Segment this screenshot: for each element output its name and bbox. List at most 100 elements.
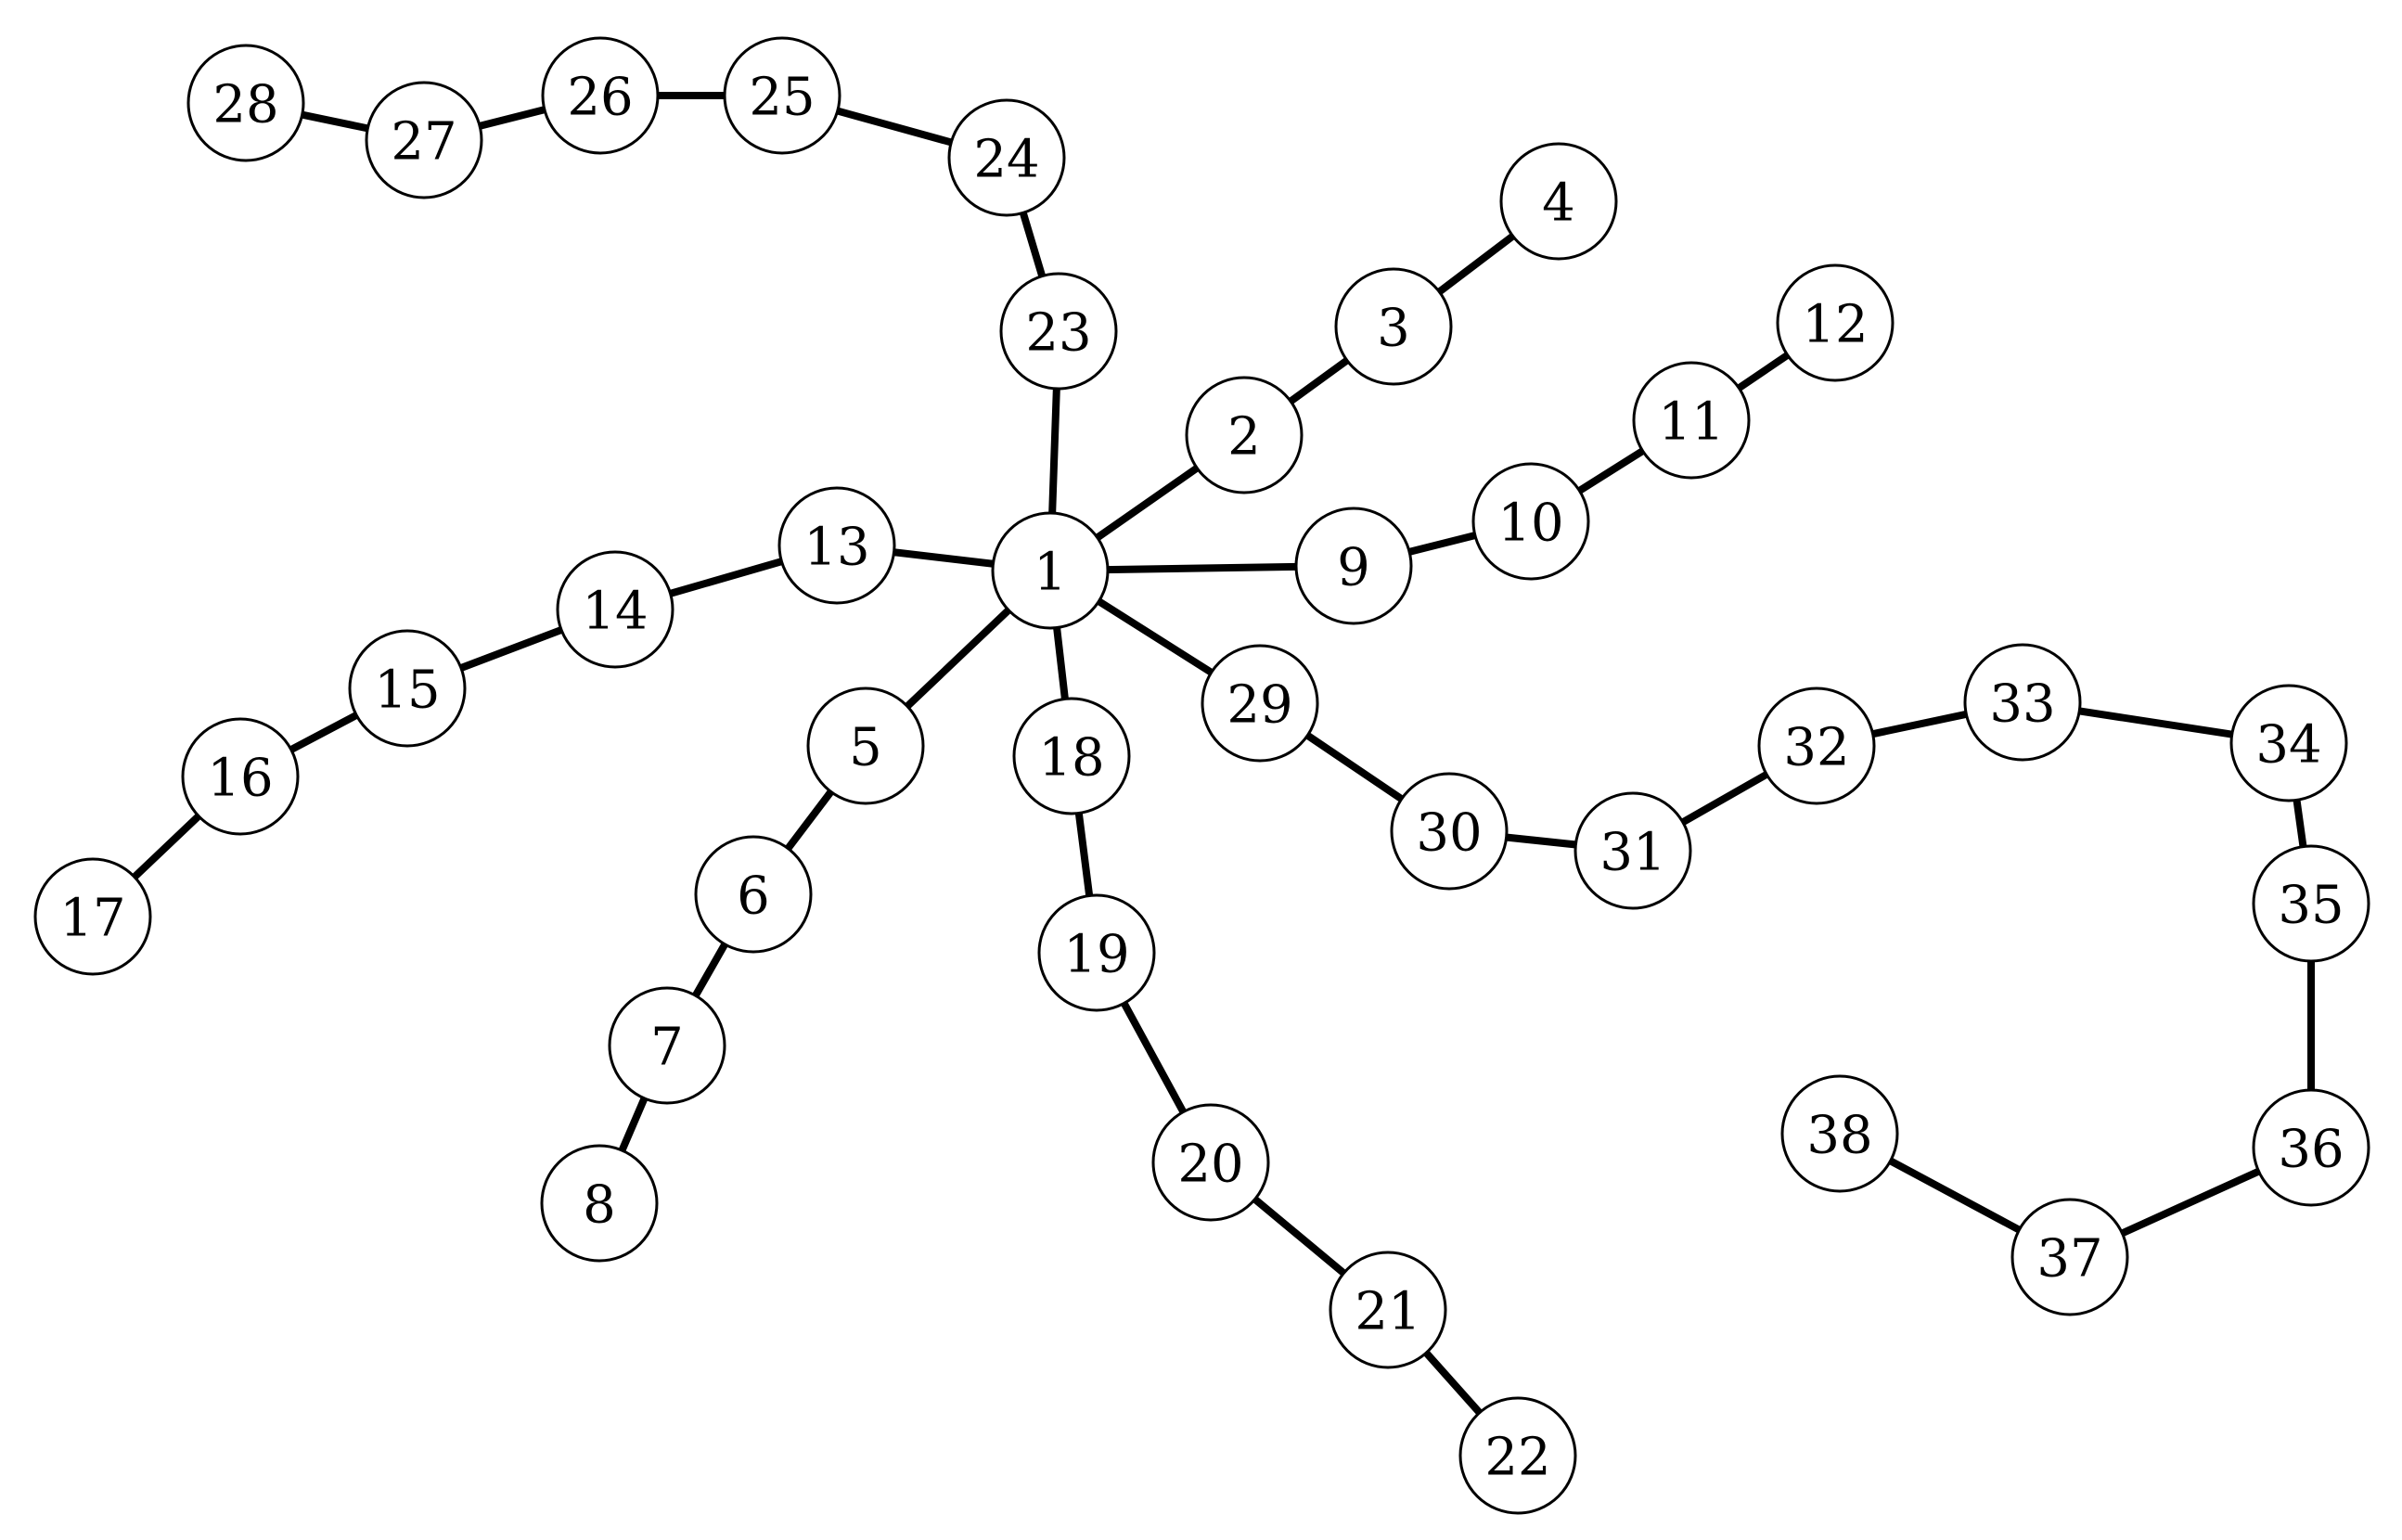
node-circle bbox=[1037, 893, 1156, 1012]
node-label: 30 bbox=[1416, 803, 1482, 864]
node-circle bbox=[2229, 684, 2348, 802]
node-circle bbox=[1776, 263, 1895, 382]
node-circle bbox=[1012, 697, 1131, 815]
node-5: 5 bbox=[806, 687, 925, 805]
node-label: 20 bbox=[1177, 1135, 1243, 1195]
node-label: 31 bbox=[1599, 823, 1665, 883]
node-label: 36 bbox=[2278, 1120, 2344, 1180]
node-label: 12 bbox=[1802, 295, 1868, 355]
node-label: 19 bbox=[1063, 925, 1129, 985]
node-7: 7 bbox=[608, 986, 726, 1105]
node-11: 11 bbox=[1632, 361, 1751, 480]
node-18: 18 bbox=[1012, 697, 1131, 815]
node-29: 29 bbox=[1201, 644, 1319, 763]
edges-layer bbox=[89, 92, 2315, 1459]
node-23: 23 bbox=[999, 272, 1118, 391]
node-31: 31 bbox=[1574, 791, 1692, 910]
node-label: 38 bbox=[1806, 1106, 1872, 1166]
node-circle bbox=[1458, 1396, 1577, 1515]
node-label: 6 bbox=[737, 866, 770, 927]
node-label: 15 bbox=[374, 661, 440, 721]
node-circle bbox=[1780, 1074, 1899, 1193]
node-38: 38 bbox=[1780, 1074, 1899, 1193]
node-label: 33 bbox=[1989, 674, 2055, 735]
node-label: 17 bbox=[59, 889, 125, 949]
node-label: 32 bbox=[1783, 718, 1849, 778]
node-circle bbox=[1329, 1251, 1447, 1369]
node-circle bbox=[2252, 844, 2370, 963]
node-label: 10 bbox=[1497, 494, 1563, 554]
node-circle bbox=[1471, 462, 1590, 581]
node-label: 13 bbox=[803, 518, 869, 578]
node-circle bbox=[999, 272, 1118, 391]
node-circle bbox=[1499, 142, 1618, 261]
node-24: 24 bbox=[947, 98, 1066, 217]
node-circle bbox=[1390, 772, 1509, 891]
node-20: 20 bbox=[1151, 1103, 1270, 1222]
node-label: 4 bbox=[1542, 173, 1575, 234]
node-label: 27 bbox=[391, 112, 456, 173]
node-30: 30 bbox=[1390, 772, 1509, 891]
node-33: 33 bbox=[1963, 643, 2082, 762]
node-circle bbox=[181, 717, 300, 836]
node-22: 22 bbox=[1458, 1396, 1577, 1515]
node-12: 12 bbox=[1776, 263, 1895, 382]
node-19: 19 bbox=[1037, 893, 1156, 1012]
node-15: 15 bbox=[348, 629, 467, 748]
node-32: 32 bbox=[1757, 687, 1876, 805]
node-circle bbox=[348, 629, 467, 748]
node-6: 6 bbox=[694, 835, 813, 954]
node-9: 9 bbox=[1294, 507, 1413, 625]
node-26: 26 bbox=[541, 36, 660, 155]
node-circle bbox=[608, 986, 726, 1105]
node-label: 16 bbox=[207, 749, 273, 809]
node-37: 37 bbox=[2010, 1198, 2129, 1316]
node-label: 8 bbox=[583, 1175, 616, 1236]
node-label: 24 bbox=[973, 130, 1039, 190]
node-circle bbox=[1201, 644, 1319, 763]
node-1: 1 bbox=[991, 511, 1110, 630]
node-label: 21 bbox=[1355, 1282, 1420, 1342]
node-label: 22 bbox=[1484, 1428, 1550, 1488]
node-circle bbox=[541, 36, 660, 155]
node-10: 10 bbox=[1471, 462, 1590, 581]
node-27: 27 bbox=[365, 81, 483, 199]
node-circle bbox=[2252, 1088, 2370, 1207]
node-label: 2 bbox=[1227, 407, 1261, 468]
node-label: 25 bbox=[749, 68, 815, 128]
node-label: 1 bbox=[1034, 543, 1067, 603]
node-label: 14 bbox=[582, 582, 648, 642]
node-36: 36 bbox=[2252, 1088, 2370, 1207]
node-label: 7 bbox=[650, 1018, 684, 1078]
node-16: 16 bbox=[181, 717, 300, 836]
node-circle bbox=[1151, 1103, 1270, 1222]
node-circle bbox=[365, 81, 483, 199]
node-label: 3 bbox=[1377, 299, 1410, 359]
node-circle bbox=[1185, 376, 1304, 494]
node-label: 28 bbox=[212, 75, 278, 135]
node-circle bbox=[777, 486, 896, 605]
node-circle bbox=[806, 687, 925, 805]
nodes-layer: 1234567891011121314151617181920212223242… bbox=[33, 36, 2370, 1515]
node-8: 8 bbox=[540, 1144, 659, 1263]
node-28: 28 bbox=[186, 44, 305, 162]
node-4: 4 bbox=[1499, 142, 1618, 261]
node-2: 2 bbox=[1185, 376, 1304, 494]
node-label: 5 bbox=[849, 718, 882, 778]
node-label: 34 bbox=[2255, 715, 2321, 776]
node-circle bbox=[723, 36, 841, 155]
node-circle bbox=[33, 857, 152, 976]
node-circle bbox=[1963, 643, 2082, 762]
node-circle bbox=[1334, 267, 1453, 386]
node-circle bbox=[540, 1144, 659, 1263]
node-35: 35 bbox=[2252, 844, 2370, 963]
node-label: 11 bbox=[1658, 392, 1724, 453]
node-circle bbox=[186, 44, 305, 162]
node-3: 3 bbox=[1334, 267, 1453, 386]
node-label: 18 bbox=[1038, 728, 1104, 789]
node-label: 9 bbox=[1337, 538, 1370, 598]
node-circle bbox=[2010, 1198, 2129, 1316]
node-circle bbox=[1757, 687, 1876, 805]
node-circle bbox=[1632, 361, 1751, 480]
